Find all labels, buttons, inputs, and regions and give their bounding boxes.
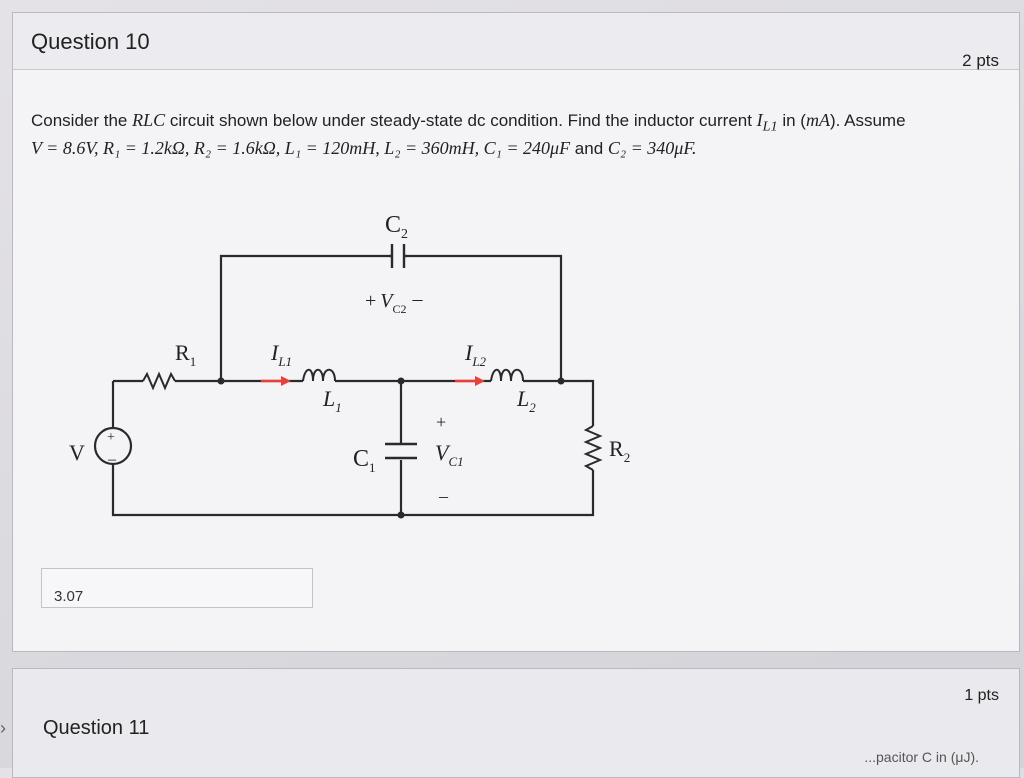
current-arrow-il2 xyxy=(455,376,485,386)
next-question-header: 1 pts Question 11 ...pacitor C in (μJ). xyxy=(13,669,1019,777)
chevron-right-icon[interactable]: › xyxy=(0,718,6,738)
voltage-source xyxy=(93,426,133,466)
source-minus-label: – xyxy=(107,451,117,468)
il2-label: IL2 xyxy=(464,340,487,369)
question-header: Question 10 2 pts xyxy=(13,13,1019,70)
resistor-r1 xyxy=(142,371,176,391)
circuit-wires xyxy=(111,254,595,517)
node-left xyxy=(217,377,225,385)
question-line-1: Consider the RLC circuit shown below und… xyxy=(31,110,906,135)
vc1-plus-label: + xyxy=(436,412,446,432)
question-card: Question 10 2 pts Consider the RLC circu… xyxy=(12,12,1020,652)
next-question-title: Question 11 xyxy=(43,717,150,739)
node-bottom xyxy=(397,511,405,519)
answer-input[interactable]: 3.07 xyxy=(41,568,313,608)
answer-value: 3.07 xyxy=(54,588,84,605)
v-label: V xyxy=(69,440,85,465)
c2-label: C2 xyxy=(385,212,408,242)
question-line-2: V = 8.6V, R₁ = 1.2kΩ, R₂ = 1.6kΩ, L₁ = 1… xyxy=(31,138,697,159)
r1-label: R1 xyxy=(175,340,196,369)
question-title: Question 10 xyxy=(31,29,150,54)
vc1-minus-label: – xyxy=(438,486,449,506)
current-arrow-il1 xyxy=(261,376,291,386)
node-right xyxy=(557,377,565,385)
source-plus-label: + xyxy=(107,430,115,445)
r2-label: R2 xyxy=(609,436,630,465)
next-question-points: 1 pts xyxy=(964,687,999,704)
node-center xyxy=(397,377,405,385)
inductor-l2 xyxy=(490,368,524,382)
l1-label: L1 xyxy=(322,386,342,415)
capacitor-c1 xyxy=(385,442,417,460)
l2-label: L2 xyxy=(516,386,536,415)
next-question-card: 1 pts Question 11 ...pacitor C in (μJ). xyxy=(12,668,1020,778)
next-question-snippet: ...pacitor C in (μJ). xyxy=(864,749,979,765)
question-points: 2 pts xyxy=(962,51,999,70)
question-text: Consider the RLC circuit shown below und… xyxy=(31,109,1011,160)
il1-label: IL1 xyxy=(270,340,292,369)
c1-label: C1 xyxy=(353,446,376,475)
inductor-l1 xyxy=(302,368,336,382)
resistor-r2 xyxy=(583,425,603,471)
capacitor-c2 xyxy=(388,244,408,268)
circuit-diagram: + – C2 +VC2– R1 IL1 L1 IL2 L2 + VC1 – C1… xyxy=(69,212,630,519)
vc2-label: +VC2– xyxy=(365,288,424,316)
question-params: V = 8.6V, R₁ = 1.2kΩ, R₂ = 1.6kΩ, L₁ = 1… xyxy=(31,138,571,159)
vc1-label: VC1 xyxy=(435,440,464,469)
